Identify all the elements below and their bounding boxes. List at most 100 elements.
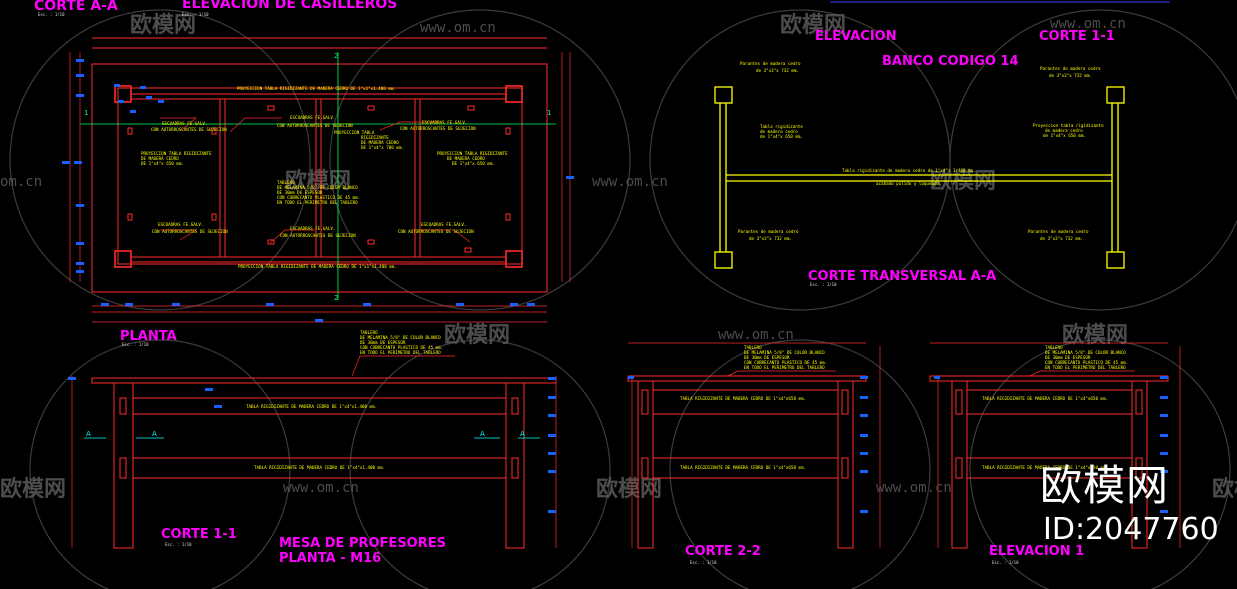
banco-p-bl1: Parantes de madera cedro <box>738 229 799 234</box>
note-esc-bm1: ESCUADRAS FE.GALV. <box>290 226 335 231</box>
note-proy-bottom: PROYECCION TABLA RIGIDIZANTE DE MADERA C… <box>238 264 397 269</box>
banco-t-r1: Proyeccion tabla rigidizante <box>1033 123 1104 128</box>
watermark-cn-9: 欧模网 <box>1212 476 1237 502</box>
title-corte-transversal: CORTE TRANSVERSAL A-A <box>808 269 996 284</box>
watermark-url-7: www.om.cn <box>876 480 952 496</box>
c22-tab-5: EN TODO EL PERIMETRO DEL TABLERO <box>744 365 825 370</box>
note-proy-r2: DE MADERA CEDRO <box>447 156 485 161</box>
note-esc-bl1: ESCUADRAS FE.GALV. <box>158 222 203 227</box>
banco-p-tr1: Parantes de madera cedro <box>1040 66 1101 71</box>
e1-tab-2: DE MELAMINA 5/8" DE COLOR BLANCO <box>1045 350 1126 355</box>
dimension-markers-e1 <box>934 376 1168 513</box>
watermark-url-3: om.cn <box>0 174 42 190</box>
banco-p-br2: de 3"x3"x 732 mm. <box>1040 236 1083 241</box>
note-esc-r1: ESCUADRAS FE.GALV. <box>422 120 467 125</box>
c22-tab-2: DE MELAMINA 5/8" DE COLOR BLANCO <box>744 350 825 355</box>
note-esc-bl2: CON AUTORROSCANTES DE SUJECION <box>152 229 228 234</box>
scale-elevacion-1: Esc. : 1/10 <box>992 560 1019 565</box>
watermark-cn-1: 欧模网 <box>130 12 196 38</box>
scale-corte-11: Esc. : 1/10 <box>165 542 192 547</box>
note-esc-br2: CON AUTORROSCANTES DE SUJECION <box>398 229 474 234</box>
post-br <box>505 250 523 268</box>
note-proy-mid4: DE 1"x4"x 700 mm. <box>361 145 404 150</box>
elevacion-casilleros-drawing: CORTE A-A Esc. : 1/10 ELEVACION DE CASIL… <box>34 0 574 323</box>
scale-corte-aa: Esc. : 1/10 <box>38 12 65 17</box>
dimension-markers-c22 <box>628 376 868 513</box>
note-proy-l1: PROYECCION TABLA RIGIDIZANTE <box>141 151 212 156</box>
c22-rig-1: TABLA RIGIDIZANTE DE MADERA CEDRO DE 1"x… <box>680 396 806 401</box>
note-esc-l2: CON AUTORROSCANTES DE SUJECION <box>151 127 227 132</box>
e1-tab-4: CON CUBRECANTO PLASTICO DE 45 mm. <box>1045 360 1128 365</box>
banco-t-l2: de madera cedro <box>760 129 798 134</box>
scale-elevacion-casilleros: Esc. : 1/10 <box>182 12 209 17</box>
banco-t-r2: de madera cedro <box>1045 128 1083 133</box>
note-tab-3: DE 30mm DE ESPESOR <box>277 190 323 195</box>
c22-tab-3: DE 30mm DE ESPESOR <box>744 355 790 360</box>
note-proy-l3: DE 1"x4"x 650 mm. <box>141 161 184 166</box>
c11-tab-4: CON CUBRECANTO PLASTICO DE 45 mm. <box>360 345 443 350</box>
c11-tab-3: DE 30mm DE ESPESOR <box>360 340 406 345</box>
corte-22-drawing: TABLERO DE MELAMINA 5/8" DE COLOR BLANCO… <box>627 342 881 565</box>
note-tab-1: TABLERO <box>277 180 295 185</box>
dimension-markers-c11 <box>68 377 556 513</box>
title-banco-codigo: BANCO CODIGO 14 <box>882 54 1019 69</box>
scale-corte-22: Esc. : 1/10 <box>690 560 717 565</box>
note-esc-br1: ESCUADRAS FE.GALV. <box>421 222 466 227</box>
c11-rig-2: TABLA RIGIDIZANTE DE MADERA CEDRO DE 1"x… <box>254 465 385 470</box>
mark-1-right: 1 <box>547 109 551 117</box>
banco-p-tl1: Parantes de madera cedro <box>740 61 801 66</box>
watermark-url-6: www.om.cn <box>283 480 359 496</box>
scale-corte-transversal: Esc. : 1/10 <box>810 282 837 287</box>
e1-rig-1: TABLA RIGIDIZANTE DE MADERA CEDRO DE 1"x… <box>982 396 1108 401</box>
title-corte-11: CORTE 1-1 <box>161 527 237 542</box>
watermark-cn-7: 欧模网 <box>0 476 66 502</box>
note-proy-mid2: RIGIDIZANTE <box>361 135 389 140</box>
note-tab-4: CON CUBRECANTO PLASTICO DE 45 mm. <box>277 195 360 200</box>
post-bl <box>114 250 132 268</box>
watermark-cn-2: 欧模网 <box>780 12 846 38</box>
c11-tab-2: DE MELAMINA 5/8" DE COLOR BLANCO <box>360 335 441 340</box>
watermark-url-4: www.om.cn <box>592 174 668 190</box>
watermark-cn-8: 欧模网 <box>596 476 662 502</box>
note-proy-mid1: PROYECCION TABLA <box>334 130 375 135</box>
watermark-url-1: www.om.cn <box>420 20 496 36</box>
mark-a-right: A <box>480 430 485 438</box>
title-corte-22: CORTE 2-2 <box>685 544 761 559</box>
watermark-url-5: www.om.cn <box>718 327 794 343</box>
e1-tab-5: EN TODO EL PERIMETRO DEL TABLERO <box>1045 365 1126 370</box>
mark-a-left-2: A <box>152 430 157 438</box>
outer-frame <box>91 63 548 293</box>
mark-1-left: 1 <box>84 109 88 117</box>
banco-t-l1: Tabla rigidizante <box>760 124 803 129</box>
c22-tab-4: CON CUBRECANTO PLASTICO DE 45 mm. <box>744 360 827 365</box>
note-tab-5: EN TODO EL PERIMETRO DEL TABLERO <box>277 200 358 205</box>
c11-tab-5: EN TODO EL PERIMETRO DEL TABLERO <box>360 350 441 355</box>
title-corte-aa: CORTE A-A <box>34 0 118 14</box>
note-esc-bm2: CON AUTORROSCANTES DE SUJECION <box>280 233 356 238</box>
banco-p-bl2: de 3"x3"x 732 mm. <box>749 236 792 241</box>
title-planta: PLANTA <box>120 329 177 344</box>
watermark-circles <box>9 9 1237 589</box>
c22-rig-2: TABLA RIGIDIZANTE DE MADERA CEDRO DE 1"x… <box>680 465 806 470</box>
note-tab-2: DE MELAMINA 5/8" DE COLOR BLANCO <box>277 185 358 190</box>
watermark-cn-3: 欧模网 <box>285 168 351 194</box>
watermark-cn-5: 欧模网 <box>444 322 510 348</box>
watermark-layer: 欧模网 欧模网 欧模网 欧模网 欧模网 欧模网 欧模网 欧模网 欧模网 www.… <box>0 9 1237 589</box>
mark-a-right-2: A <box>520 430 525 438</box>
elevacion-1-drawing: TABLERO DE MELAMINA 5/8" DE COLOR BLANCO… <box>929 342 1181 565</box>
e1-tab-1: TABLERO <box>1045 345 1063 350</box>
dimension-markers-plan <box>62 59 574 322</box>
title-elevacion: ELEVACION <box>815 29 897 44</box>
note-esc-r2: CON AUTORROSCANTES DE SUJECION <box>400 126 476 131</box>
banco-t-l3: de 1"x4"x 650 mm. <box>760 134 803 139</box>
watermark-url-2: www.om.cn <box>1050 16 1126 32</box>
inner-frame <box>117 87 523 265</box>
title-elevacion-casilleros: ELEVACION DE CASILLEROS <box>182 0 397 12</box>
e1-rig-2: TABLA RIGIDIZANTE DE MADERA CEDRO DE 1"x… <box>982 465 1108 470</box>
title-elevacion-1: ELEVACION 1 <box>989 544 1084 559</box>
note-proy-l2: DE MADERA CEDRO <box>141 156 179 161</box>
watermark-id: ID:2047760 <box>1043 512 1219 547</box>
banco-p-br1: Parantes de madera cedro <box>1028 229 1089 234</box>
c11-rig-1: TABLA RIGIDIZANTE DE MADERA CEDRO DE 1"x… <box>246 404 377 409</box>
